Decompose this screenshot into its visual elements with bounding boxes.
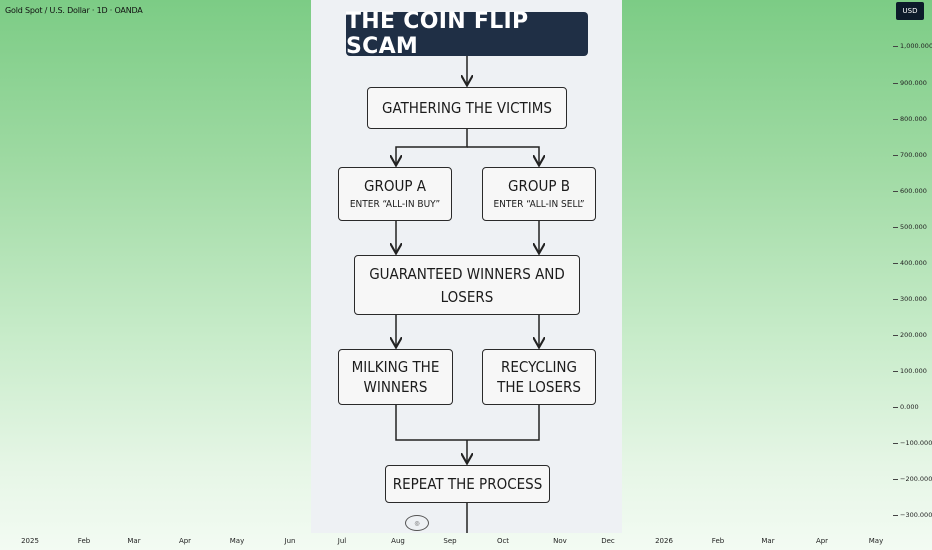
y-tick xyxy=(893,191,898,192)
milking-line1: MILKING THE xyxy=(351,358,440,376)
y-tick xyxy=(893,371,898,372)
arrow-to-group-b xyxy=(467,146,539,164)
y-tick xyxy=(893,479,898,480)
x-label: Dec xyxy=(601,537,615,545)
y-label: 500.000 xyxy=(900,223,927,231)
x-label: 2025 xyxy=(21,537,39,545)
x-label: Jun xyxy=(284,537,296,545)
milking-line2: WINNERS xyxy=(363,378,428,396)
y-label: 600.000 xyxy=(900,187,927,195)
y-label: 700.000 xyxy=(900,151,927,159)
x-label: Oct xyxy=(496,537,510,545)
group-b-subtitle: ENTER “ALL-IN SELL” xyxy=(493,199,585,210)
step-guaranteed-winners: GUARANTEED WINNERS AND LOSERS xyxy=(354,255,580,315)
y-label: −100.000 xyxy=(900,439,932,447)
recycling-line2: THE LOSERS xyxy=(497,378,581,396)
y-tick xyxy=(893,515,898,516)
x-label: Feb xyxy=(77,537,91,545)
step-repeat-process: REPEAT THE PROCESS xyxy=(385,465,550,503)
group-a-title: GROUP A xyxy=(364,177,426,195)
x-label: Sep xyxy=(443,537,457,545)
x-label: Nov xyxy=(553,537,567,545)
repeat-label: REPEAT THE PROCESS xyxy=(392,475,543,493)
y-label: 1,000.000 xyxy=(900,42,932,50)
x-label: Jul xyxy=(337,537,347,545)
x-label: Aug xyxy=(391,537,405,545)
group-b-title: GROUP B xyxy=(507,177,570,195)
x-label: May xyxy=(229,537,245,545)
y-tick xyxy=(893,46,898,47)
chart-symbol-title[interactable]: Gold Spot / U.S. Dollar · 1D · OANDA xyxy=(5,6,143,15)
y-label: 0.000 xyxy=(900,403,919,411)
y-label: 800.000 xyxy=(900,115,927,123)
y-label: 400.000 xyxy=(900,259,927,267)
y-tick xyxy=(893,335,898,336)
y-label: 100.000 xyxy=(900,367,927,375)
merge-line xyxy=(395,405,540,441)
group-a-subtitle: ENTER “ALL-IN BUY” xyxy=(349,199,441,210)
y-tick xyxy=(893,119,898,120)
step-guaranteed-line2: LOSERS xyxy=(440,287,494,306)
group-b-box: GROUP B ENTER “ALL-IN SELL” xyxy=(482,167,596,221)
y-tick xyxy=(893,443,898,444)
flowchart-title: THE COIN FLIP SCAM xyxy=(346,9,588,59)
x-label: May xyxy=(868,537,884,545)
step-milking-winners: MILKING THE WINNERS xyxy=(338,349,453,405)
step-recycling-losers: RECYCLING THE LOSERS xyxy=(482,349,596,405)
y-label: −200.000 xyxy=(900,475,932,483)
y-tick xyxy=(893,299,898,300)
y-tick xyxy=(893,227,898,228)
x-label: Mar xyxy=(127,537,141,545)
watermark-logo-icon: ◎ xyxy=(405,515,429,531)
y-label: 900.000 xyxy=(900,79,927,87)
y-label: 200.000 xyxy=(900,331,927,339)
x-label: Mar xyxy=(761,537,775,545)
arrow-to-group-a xyxy=(396,129,468,164)
step-gathering-label: GATHERING THE VICTIMS xyxy=(382,99,552,117)
y-tick xyxy=(893,155,898,156)
x-label: Apr xyxy=(178,537,192,545)
x-label: 2026 xyxy=(655,537,673,545)
x-label: Apr xyxy=(815,537,829,545)
y-tick xyxy=(893,407,898,408)
currency-button[interactable]: USD xyxy=(896,2,924,20)
y-label: 300.000 xyxy=(900,295,927,303)
y-label: −300.000 xyxy=(900,511,932,519)
step-guaranteed-line1: GUARANTEED WINNERS AND xyxy=(369,264,565,283)
recycling-line1: RECYCLING xyxy=(501,358,577,376)
x-label: Feb xyxy=(711,537,725,545)
y-tick xyxy=(893,263,898,264)
y-tick xyxy=(893,83,898,84)
group-a-box: GROUP A ENTER “ALL-IN BUY” xyxy=(338,167,452,221)
step-gathering-victims: GATHERING THE VICTIMS xyxy=(367,87,567,129)
